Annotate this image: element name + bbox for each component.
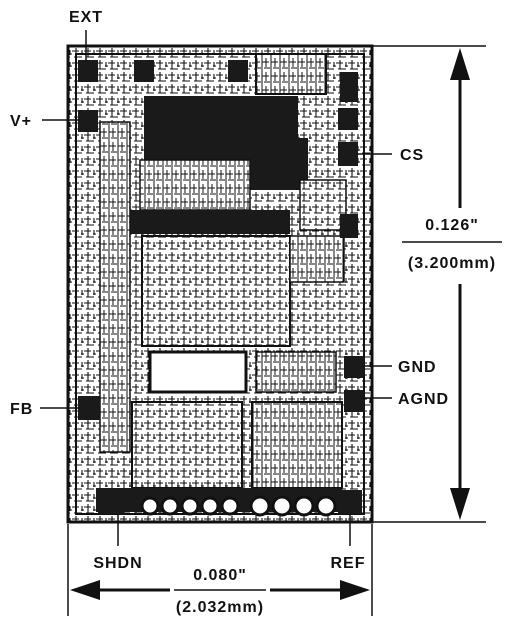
die-inner-ring <box>75 53 365 515</box>
block-low-right <box>255 351 337 393</box>
pad-agnd <box>344 390 364 412</box>
pad-top-2 <box>134 60 154 82</box>
label-vplus: V+ <box>10 113 32 130</box>
label-fb: FB <box>10 401 33 418</box>
via <box>140 496 160 516</box>
pad-top-3 <box>228 60 248 82</box>
width-dimension: 0.080" (2.032mm) <box>67 524 373 620</box>
dark-bar <box>130 210 290 234</box>
pad-vplus <box>78 110 98 132</box>
pad-right-1 <box>338 108 358 130</box>
pad-gnd <box>344 356 364 378</box>
arrow-up <box>450 48 470 80</box>
via <box>249 495 271 517</box>
arrow-down <box>450 488 470 520</box>
block-comb <box>139 159 251 211</box>
via <box>220 496 240 516</box>
label-ext: EXT <box>69 9 103 26</box>
pad-ext <box>78 60 98 82</box>
arrow-right <box>340 580 370 600</box>
block-bottom-right <box>251 401 343 489</box>
block-top-right <box>255 53 327 95</box>
block-cs-area <box>299 179 347 231</box>
block-bottom-left <box>131 401 243 489</box>
left-column <box>99 121 131 453</box>
height-mm: (3.200mm) <box>408 255 496 272</box>
pad-fb <box>78 396 100 420</box>
via-row <box>140 495 337 517</box>
die <box>66 44 374 524</box>
height-dimension: 0.126" (3.200mm) <box>372 45 508 523</box>
dark-block-mid <box>248 138 308 190</box>
via <box>271 495 293 517</box>
height-inches: 0.126" <box>425 217 479 234</box>
pin-leaders <box>40 30 392 546</box>
pad-top-right <box>340 72 358 102</box>
via <box>180 496 200 516</box>
pad-ref <box>338 490 362 514</box>
arrow-left <box>70 580 100 600</box>
label-cs: CS <box>400 147 424 164</box>
block-right <box>289 235 345 283</box>
pin-labels: EXT V+ CS GND AGND FB SHDN REF <box>10 9 449 572</box>
label-shdn: SHDN <box>93 555 142 572</box>
label-gnd: GND <box>398 359 437 376</box>
pad-right-2 <box>340 214 358 238</box>
capacitor-block <box>148 350 248 394</box>
core-block <box>141 235 291 347</box>
width-mm: (2.032mm) <box>176 599 264 616</box>
height-label-bg <box>396 208 508 284</box>
width-inches: 0.080" <box>193 567 247 584</box>
via <box>315 495 337 517</box>
via <box>160 496 180 516</box>
via <box>293 495 315 517</box>
pad-shdn <box>98 490 124 514</box>
via <box>200 496 220 516</box>
width-label-bg <box>170 562 270 620</box>
label-ref: REF <box>331 555 366 572</box>
label-agnd: AGND <box>398 391 449 408</box>
pad-cs <box>338 142 358 166</box>
